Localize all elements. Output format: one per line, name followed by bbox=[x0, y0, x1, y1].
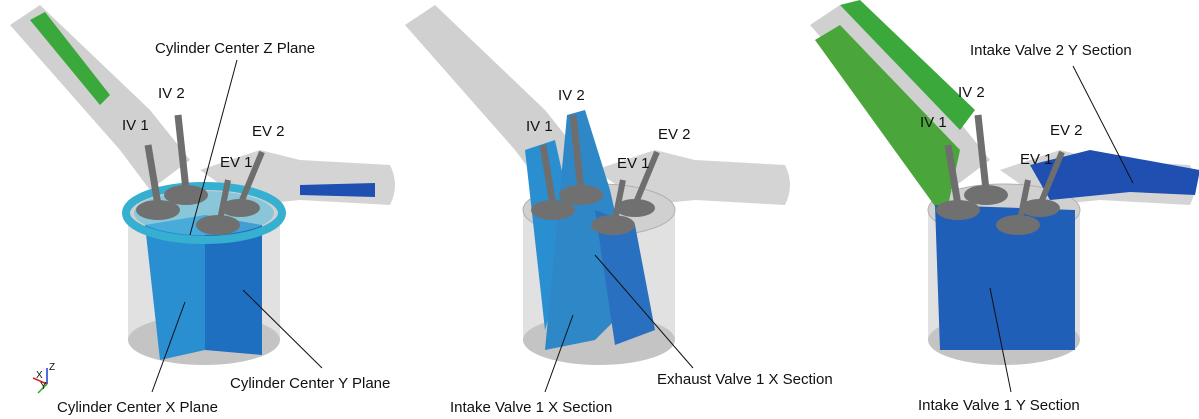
axis-y-label: Y bbox=[40, 381, 47, 392]
axis-x-label: X bbox=[36, 370, 43, 381]
callout-cylinder-center-x-plane: Cylinder Center X Plane bbox=[57, 399, 218, 416]
panel-2-render bbox=[404, 4, 791, 366]
valve-label-iv2: IV 2 bbox=[558, 87, 585, 104]
panel-1-render bbox=[9, 4, 396, 366]
valve-label-ev1: EV 1 bbox=[1020, 151, 1053, 168]
valve-label-iv1: IV 1 bbox=[920, 114, 947, 131]
valve-label-ev2: EV 2 bbox=[252, 123, 285, 140]
callout-cylinder-center-y-plane: Cylinder Center Y Plane bbox=[230, 375, 391, 392]
leader-lines bbox=[151, 59, 1134, 393]
callout-exhaust-valve-1-x-section: Exhaust Valve 1 X Section bbox=[657, 371, 833, 388]
valve-label-ev2: EV 2 bbox=[658, 126, 691, 143]
callout-intake-valve-1-y-section: Intake Valve 1 Y Section bbox=[918, 397, 1080, 414]
panel-3-render bbox=[809, 0, 1199, 366]
valve-label-iv1: IV 1 bbox=[526, 118, 553, 135]
callout-intake-valve-1-x-section: Intake Valve 1 X Section bbox=[450, 399, 613, 416]
callout-intake-valve-2-y-section: Intake Valve 2 Y Section bbox=[970, 42, 1132, 59]
valve-label-ev1: EV 1 bbox=[617, 155, 650, 172]
valve-label-ev1: EV 1 bbox=[220, 154, 253, 171]
valve-label-iv1: IV 1 bbox=[122, 117, 149, 134]
valve-label-iv2: IV 2 bbox=[158, 85, 185, 102]
axis-triad-icon bbox=[32, 368, 48, 394]
axis-z-label: Z bbox=[49, 362, 56, 373]
callout-cylinder-center-z-plane: Cylinder Center Z Plane bbox=[155, 40, 316, 57]
valve-label-iv2: IV 2 bbox=[958, 84, 985, 101]
valve-label-ev2: EV 2 bbox=[1050, 122, 1083, 139]
